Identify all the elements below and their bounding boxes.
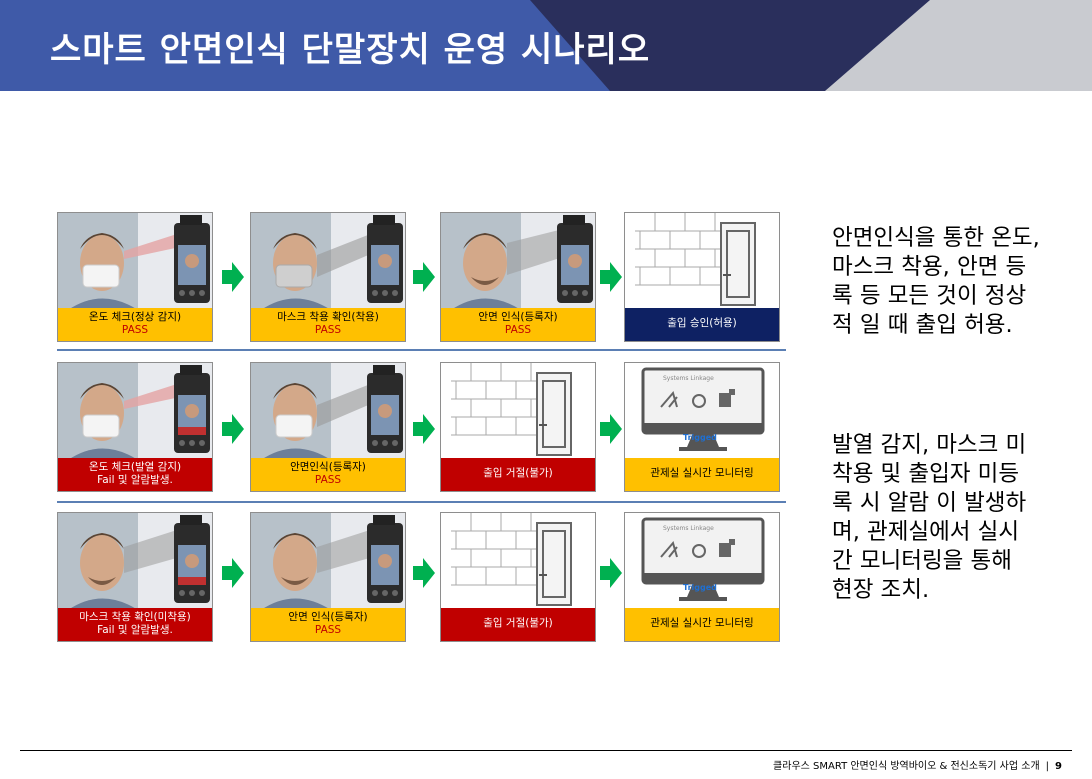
card-access-denied: 출입 거절(불가) xyxy=(440,512,596,642)
description-line: 착용 및 출입자 미등 xyxy=(832,461,1020,487)
card-caption: 출입 거절(불가) xyxy=(441,458,595,491)
card-caption: 온도 체크(정상 감지) PASS xyxy=(58,308,212,341)
arrow-right-icon xyxy=(600,262,622,292)
door-image xyxy=(441,363,595,460)
description-line: 마스크 착용, 안면 등 xyxy=(832,254,1027,280)
arrow-right-icon xyxy=(413,558,435,588)
caption-line1: 관제실 실시간 모니터링 xyxy=(650,617,754,629)
caption-status: PASS xyxy=(314,324,342,336)
arrow-right-icon xyxy=(413,414,435,444)
arrow-right-icon xyxy=(600,558,622,588)
monitor-heading: Systems Linkage xyxy=(663,375,714,382)
mask-check-image xyxy=(251,213,405,310)
caption-line1: 출입 승인(허용) xyxy=(667,317,737,329)
description-line: 발열 감지, 마스크 미 xyxy=(832,432,1027,458)
temperature-scan-image xyxy=(58,213,212,310)
card-caption: 출입 거절(불가) xyxy=(441,608,595,641)
header-banner: 스마트 안면인식 단말장치 운영 시나리오 xyxy=(0,0,1092,91)
monitor-image: Systems Linkage Trigged xyxy=(625,363,779,460)
description-line: 적 일 때 출입 허용. xyxy=(832,312,1013,338)
footer-text: 클라우스 SMART 안면인식 방역바이오 & 전신소독기 사업 소개 xyxy=(773,761,1040,772)
card-access-denied: 출입 거절(불가) xyxy=(440,362,596,492)
caption-status: PASS xyxy=(314,624,342,636)
door-image xyxy=(441,513,595,610)
description-line: 안면인식을 통한 온도, xyxy=(832,225,1040,251)
card-caption: 안면인식(등록자) PASS xyxy=(251,458,405,491)
page-number: 9 xyxy=(1055,761,1062,772)
card-face-recognition: 안면 인식(등록자) PASS xyxy=(250,512,406,642)
door-image xyxy=(625,213,779,310)
caption-line1: 안면 인식(등록자) xyxy=(478,311,558,323)
card-monitoring: Systems Linkage Trigged 관제실 실시간 모니터링 xyxy=(624,512,780,642)
card-caption: 안면 인식(등록자) PASS xyxy=(251,608,405,641)
caption-line1: 온도 체크(발열 감지) xyxy=(88,461,182,473)
card-caption: 관제실 실시간 모니터링 xyxy=(625,458,779,491)
caption-line1: 마스크 착용 확인(미착용) xyxy=(79,611,191,623)
footer: 클라우스 SMART 안면인식 방역바이오 & 전신소독기 사업 소개 | 9 xyxy=(773,757,1062,772)
caption-line1: 관제실 실시간 모니터링 xyxy=(650,467,754,479)
arrow-right-icon xyxy=(600,414,622,444)
monitor-image: Systems Linkage Trigged xyxy=(625,513,779,610)
arrow-right-icon xyxy=(222,558,244,588)
card-access-granted: 출입 승인(허용) xyxy=(624,212,780,342)
card-face-recognition: 안면인식(등록자) PASS xyxy=(250,362,406,492)
caption-status: PASS xyxy=(121,324,149,336)
caption-line1: 출입 거절(불가) xyxy=(483,617,553,629)
caption-status: Fail 및 알람발생. xyxy=(97,474,173,486)
monitor-status: Trigged xyxy=(683,433,717,442)
description-line: 록 시 알람 이 발생하 xyxy=(832,490,1027,516)
face-recognition-image xyxy=(441,213,595,310)
caption-status: PASS xyxy=(504,324,532,336)
card-caption: 안면 인식(등록자) PASS xyxy=(441,308,595,341)
face-recognition-image xyxy=(251,363,405,460)
arrow-right-icon xyxy=(222,414,244,444)
card-monitoring: Systems Linkage Trigged 관제실 실시간 모니터링 xyxy=(624,362,780,492)
monitor-status: Trigged xyxy=(683,583,717,592)
caption-status: Fail 및 알람발생. xyxy=(97,624,173,636)
footer-separator: | xyxy=(1045,761,1050,772)
description-line: 현장 조치. xyxy=(832,577,930,603)
card-temp-normal: 온도 체크(정상 감지) PASS xyxy=(57,212,213,342)
caption-line1: 출입 거절(불가) xyxy=(483,467,553,479)
row2-description: 발열 감지, 마스크 미 착용 및 출입자 미등 록 시 알람 이 발생하 며,… xyxy=(832,431,1026,605)
temperature-scan-image xyxy=(58,363,212,460)
card-caption: 관제실 실시간 모니터링 xyxy=(625,608,779,641)
card-temp-fever: 온도 체크(발열 감지) Fail 및 알람발생. xyxy=(57,362,213,492)
caption-line1: 마스크 착용 확인(착용) xyxy=(277,311,379,323)
card-face-recognition: 안면 인식(등록자) PASS xyxy=(440,212,596,342)
description-line: 록 등 모든 것이 정상 xyxy=(832,283,1027,309)
card-caption: 온도 체크(발열 감지) Fail 및 알람발생. xyxy=(58,458,212,491)
caption-line1: 안면 인식(등록자) xyxy=(288,611,368,623)
card-caption: 출입 승인(허용) xyxy=(625,308,779,341)
description-line: 간 모니터링을 통해 xyxy=(832,548,1012,574)
caption-line1: 안면인식(등록자) xyxy=(290,461,366,473)
header-shapes xyxy=(0,0,930,91)
caption-line1: 온도 체크(정상 감지) xyxy=(88,311,182,323)
card-caption: 마스크 착용 확인(착용) PASS xyxy=(251,308,405,341)
arrow-right-icon xyxy=(413,262,435,292)
description-line: 며, 관제실에서 실시 xyxy=(832,519,1020,545)
card-mask-missing: 마스크 착용 확인(미착용) Fail 및 알람발생. xyxy=(57,512,213,642)
row-separator xyxy=(57,349,786,351)
footer-divider xyxy=(20,750,1072,751)
card-mask-check: 마스크 착용 확인(착용) PASS xyxy=(250,212,406,342)
card-caption: 마스크 착용 확인(미착용) Fail 및 알람발생. xyxy=(58,608,212,641)
mask-check-image xyxy=(58,513,212,610)
row-separator xyxy=(57,501,786,503)
page-title: 스마트 안면인식 단말장치 운영 시나리오 xyxy=(50,30,651,70)
arrow-right-icon xyxy=(222,262,244,292)
row1-description: 안면인식을 통한 온도, 마스크 착용, 안면 등 록 등 모든 것이 정상 적… xyxy=(832,224,1040,340)
monitor-heading: Systems Linkage xyxy=(663,525,714,532)
face-recognition-image xyxy=(251,513,405,610)
caption-status: PASS xyxy=(314,474,342,486)
